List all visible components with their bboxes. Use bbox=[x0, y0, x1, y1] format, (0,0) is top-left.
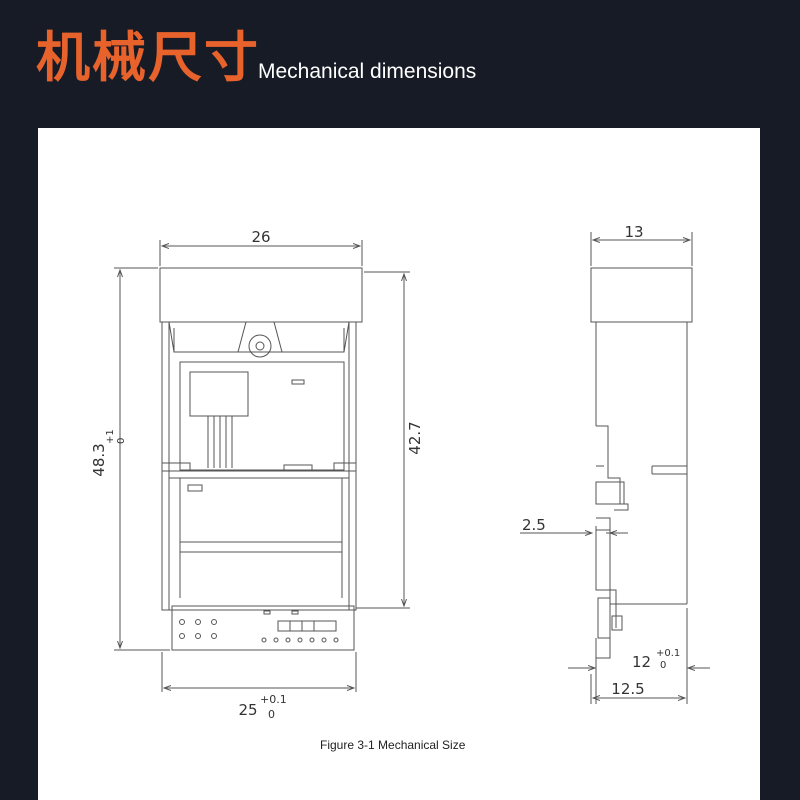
dim-side-width-inner: 12 bbox=[632, 653, 651, 671]
drawing-panel: 26 48.3 +1 0 42.7 25 +0.1 0 bbox=[38, 128, 760, 800]
side-dimension-labels: 13 2.5 12 +0.1 0 12.5 bbox=[522, 223, 680, 698]
side-top-cap bbox=[590, 267, 693, 323]
dim-side-width-top: 13 bbox=[624, 223, 643, 241]
side-dimensions bbox=[520, 232, 710, 704]
dim-front-height-left-tol-upper: +1 bbox=[105, 429, 116, 444]
dim-side-offset: 2.5 bbox=[522, 516, 546, 534]
side-view bbox=[590, 267, 693, 659]
front-dimension-labels: 26 48.3 +1 0 42.7 25 +0.1 0 bbox=[90, 228, 424, 721]
front-view bbox=[159, 267, 363, 651]
figure-caption: Figure 3-1 Mechanical Size bbox=[320, 738, 466, 752]
dim-front-width-bottom: 25 bbox=[238, 701, 257, 719]
dim-front-height-left-tol-lower: 0 bbox=[116, 438, 127, 444]
dim-side-width-inner-tol-upper: +0.1 bbox=[656, 648, 680, 659]
dim-side-width-inner-tol-lower: 0 bbox=[660, 660, 666, 671]
mechanical-drawing: 26 48.3 +1 0 42.7 25 +0.1 0 bbox=[90, 223, 710, 721]
dim-front-height-right: 42.7 bbox=[406, 421, 424, 454]
connector-block bbox=[189, 371, 249, 417]
front-top-cap bbox=[159, 267, 363, 323]
dim-front-width-bottom-tol-upper: +0.1 bbox=[260, 693, 287, 706]
front-bottom-panel bbox=[171, 605, 355, 651]
header: 机械尺寸 Mechanical dimensions bbox=[0, 0, 800, 125]
title-chinese: 机械尺寸 bbox=[36, 26, 260, 89]
dim-front-width-top: 26 bbox=[251, 228, 270, 246]
dim-front-width-bottom-tol-lower: 0 bbox=[268, 708, 275, 721]
knob-icon bbox=[248, 334, 272, 358]
dim-front-height-left: 48.3 bbox=[90, 443, 108, 476]
front-dimensions bbox=[114, 240, 410, 692]
dim-side-width-bottom: 12.5 bbox=[611, 680, 644, 698]
title-english: Mechanical dimensions bbox=[258, 60, 477, 83]
